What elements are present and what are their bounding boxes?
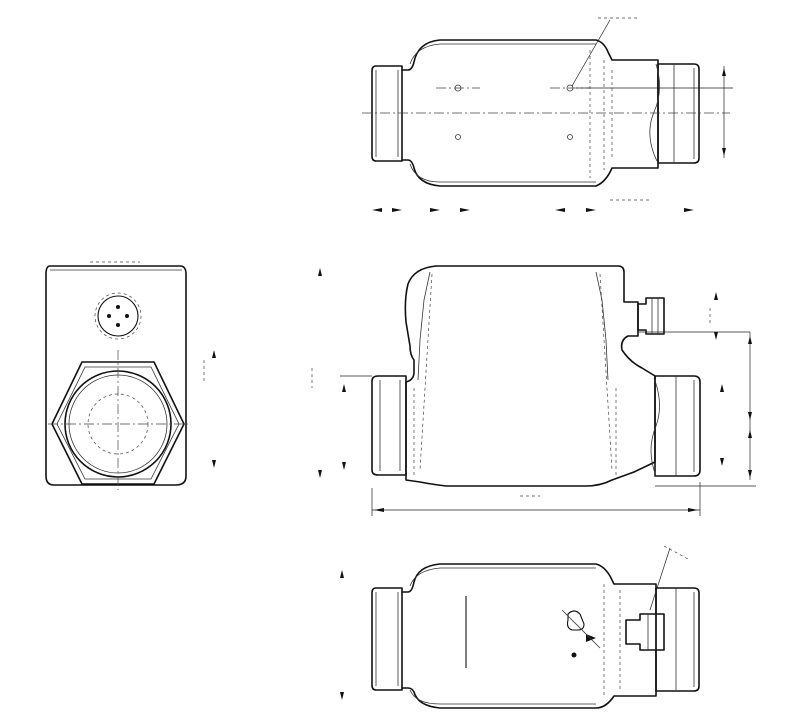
bottom-view: [340, 545, 700, 709]
connector-icon: [94, 292, 142, 340]
front-view: [311, 265, 756, 516]
side-view: [45, 261, 216, 490]
indicator-icon: [561, 609, 601, 658]
top-dimension-row: [372, 199, 694, 212]
top-view: [362, 17, 733, 212]
